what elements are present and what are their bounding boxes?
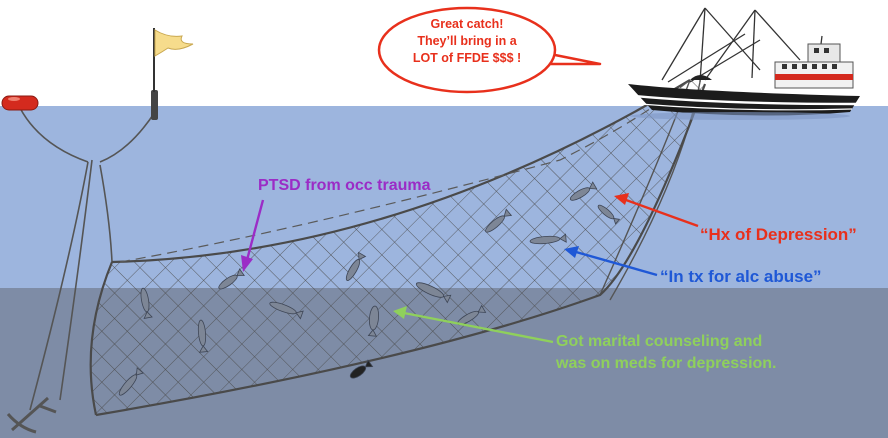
bubble-line-3: LOT of FFDE $$$ ! — [412, 51, 522, 65]
flag-icon — [151, 28, 194, 120]
label-marital-line-2: was on meds for depression. — [556, 355, 777, 372]
fish-group — [118, 181, 621, 396]
fish-icon — [529, 233, 567, 245]
fish-icon — [140, 287, 153, 319]
anchor-icon — [6, 396, 57, 434]
bubble-line-2: They’ll bring in a — [417, 34, 517, 48]
speech-bubble — [377, 6, 602, 94]
fish-icon — [218, 268, 245, 290]
arrow-alc — [564, 246, 658, 277]
label-hx-depression: “Hx of Depression” — [700, 225, 857, 244]
bubble-line-1: Great catch! — [430, 17, 504, 31]
fish-icon — [118, 367, 145, 396]
label-ptsd: PTSD from occ trauma — [258, 177, 431, 194]
fish-icon — [197, 319, 209, 353]
speech-bubble-text: Great catch! They’ll bring in a LOT of F… — [392, 16, 542, 67]
fish-icon — [345, 251, 367, 281]
arrow-marital — [393, 306, 554, 344]
fishing-boat-icon — [628, 7, 860, 120]
float-buoy-icon — [1, 95, 39, 111]
label-marital: Got marital counseling and was on meds f… — [556, 331, 777, 375]
fish-icon — [569, 181, 598, 201]
arrow-ptsd — [241, 199, 265, 272]
fish-icon — [485, 208, 513, 233]
fish-icon — [349, 359, 374, 379]
arrow-hx — [614, 193, 699, 228]
rigging-lines — [19, 107, 156, 411]
label-alc-abuse: “In tx for alc abuse” — [660, 267, 822, 286]
fish-icon — [367, 305, 380, 337]
fish-icon — [269, 301, 304, 320]
fish-icon — [415, 282, 452, 304]
fish-icon — [597, 204, 621, 225]
label-marital-line-1: Got marital counseling and — [556, 333, 763, 350]
